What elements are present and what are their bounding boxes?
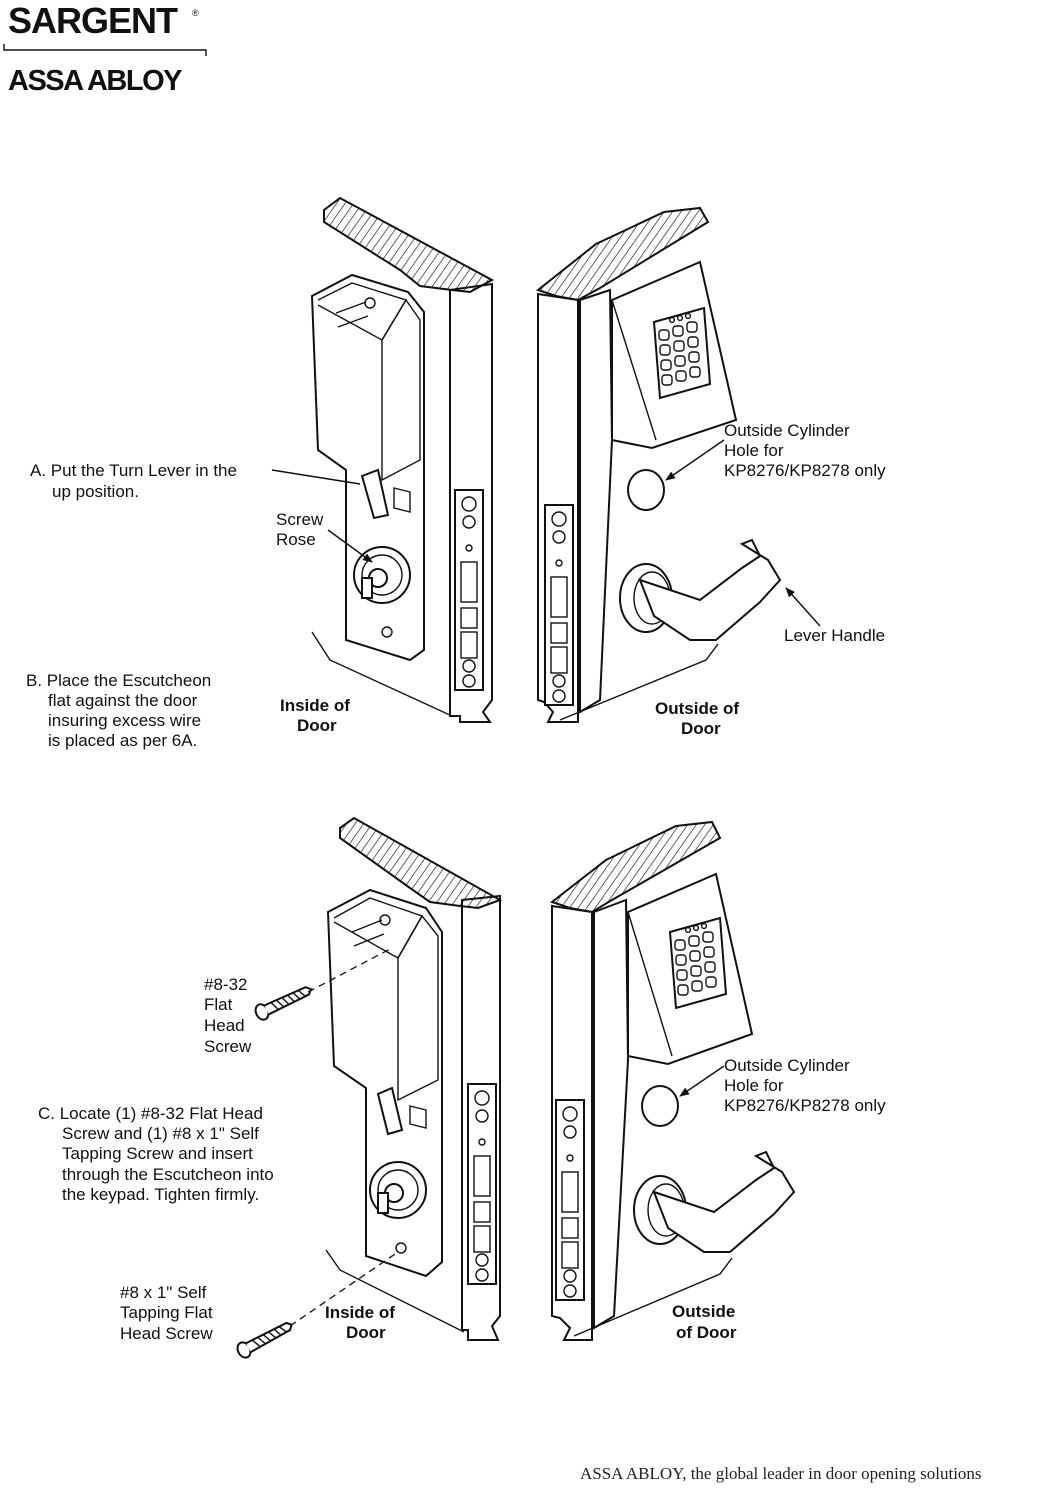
screw-rose-label: Screw: [276, 510, 324, 529]
sargent-logo: SARGENT ® ASSA ABLOY: [3, 0, 207, 97]
svg-text:Hole for: Hole for: [724, 441, 784, 460]
inside-door-label-2: Inside of: [325, 1303, 395, 1322]
svg-text:Rose: Rose: [276, 530, 316, 549]
step-b-line2: flat against the door: [48, 691, 198, 710]
svg-text:Head: Head: [204, 1016, 245, 1035]
flat-head-screw-label: #8-32: [204, 975, 247, 994]
svg-text:up position.: up position.: [52, 482, 139, 501]
svg-text:Screw: Screw: [204, 1037, 252, 1056]
svg-text:Door: Door: [297, 716, 337, 735]
step-c-line5: the keypad. Tighten firmly.: [62, 1185, 259, 1204]
svg-text:Door: Door: [681, 719, 721, 738]
step-b-line4: is placed as per 6A.: [48, 731, 197, 750]
outside-door-label: Outside of: [655, 699, 739, 718]
cylinder-hole-label: Outside Cylinder: [724, 421, 850, 440]
svg-text:KP8276/KP8278 only: KP8276/KP8278 only: [724, 461, 886, 480]
svg-text:of Door: of Door: [676, 1323, 737, 1342]
lever-handle-label: Lever Handle: [784, 626, 885, 645]
outside-door-label-2: Outside: [672, 1302, 735, 1321]
top-panel-illustration: A. Put the Turn Lever in the up position…: [26, 196, 886, 750]
brand-name: SARGENT: [8, 0, 178, 41]
step-a-line1: A. Put the Turn Lever in the: [30, 461, 237, 480]
step-c-line1: C. Locate (1) #8-32 Flat Head: [38, 1104, 263, 1123]
inside-door-label: Inside of: [280, 696, 350, 715]
svg-text:Tapping Flat: Tapping Flat: [120, 1303, 213, 1322]
step-c-line2: Screw and (1) #8 x 1" Self: [62, 1124, 259, 1143]
svg-text:Hole for: Hole for: [724, 1076, 784, 1095]
svg-text:A. Put the Turn Lever in the: A. Put the Turn Lever in the: [30, 461, 237, 480]
registered-mark: ®: [192, 8, 199, 18]
step-c-line3: Tapping Screw and insert: [62, 1144, 253, 1163]
step-b-line3: insuring excess wire: [48, 711, 201, 730]
svg-text:KP8276/KP8278 only: KP8276/KP8278 only: [724, 1096, 886, 1115]
step-a-line2: up position.: [52, 482, 139, 501]
footer-tagline: ASSA ABLOY, the global leader in door op…: [580, 1464, 982, 1483]
cylinder-hole-label-2: Outside Cylinder: [724, 1056, 850, 1075]
svg-text:Door: Door: [346, 1323, 386, 1342]
bottom-panel-illustration: #8-32 Flat Head Screw C. Locate (1) #8-3…: [38, 816, 886, 1361]
svg-text:Flat: Flat: [204, 995, 233, 1014]
step-b-line1: B. Place the Escutcheon: [26, 671, 211, 690]
parent-brand: ASSA ABLOY: [8, 65, 182, 97]
step-c-line4: through the Escutcheon into: [62, 1165, 274, 1184]
svg-text:Head Screw: Head Screw: [120, 1324, 213, 1343]
self-tapping-screw-label: #8 x 1" Self: [120, 1283, 207, 1302]
